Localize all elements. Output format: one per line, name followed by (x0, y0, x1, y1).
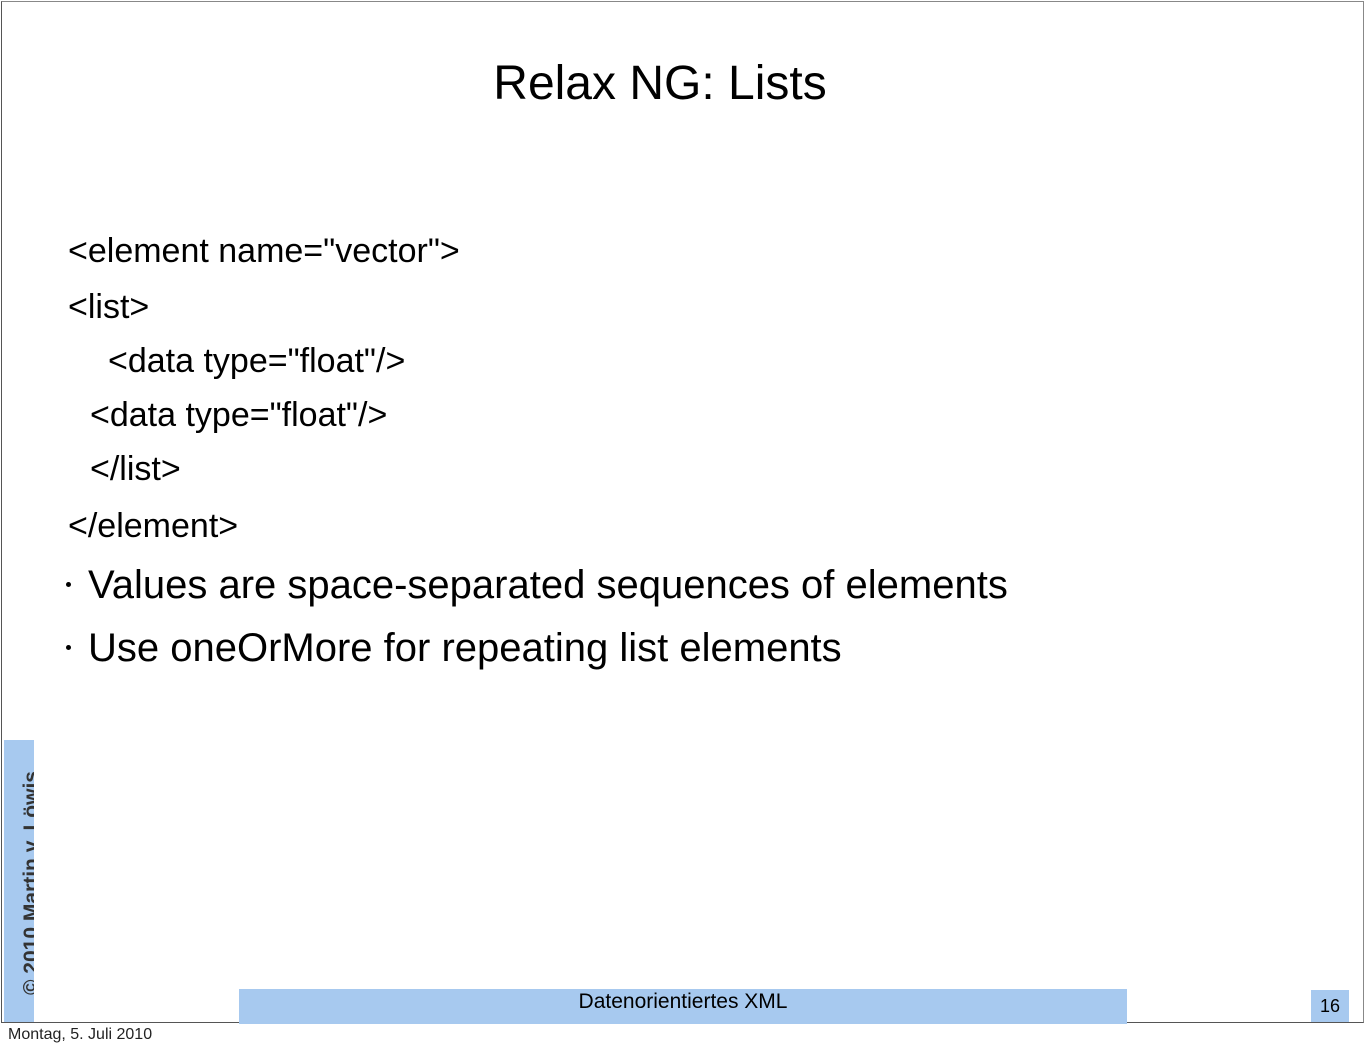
bullet-text: Values are space-separated sequences of … (88, 563, 1008, 607)
page-number: 16 (1311, 990, 1349, 1022)
copyright-text: © 2010 Martin v. Löwis (20, 771, 34, 995)
bullet-text: Use oneOrMore for repeating list element… (88, 626, 842, 670)
footer-bar (239, 989, 1127, 1024)
bullet-dot-icon (66, 645, 71, 650)
copyright-sidebar: © 2010 Martin v. Löwis (4, 740, 34, 1022)
bullet-dot-icon (66, 582, 71, 587)
code-line-data-2: <data type="float"/> (90, 396, 388, 434)
date-stamp: Montag, 5. Juli 2010 (8, 1026, 153, 1043)
footer-title: Datenorientiertes XML (578, 990, 788, 1013)
code-line-list-close: </list> (90, 450, 181, 488)
slide-title: Relax NG: Lists (493, 57, 827, 110)
code-line-element-close: </element> (68, 507, 239, 545)
code-line-list-open: <list> (68, 288, 150, 326)
code-line-data-1: <data type="float"/> (108, 342, 406, 380)
code-line-element-open: <element name="vector"> (68, 232, 460, 270)
